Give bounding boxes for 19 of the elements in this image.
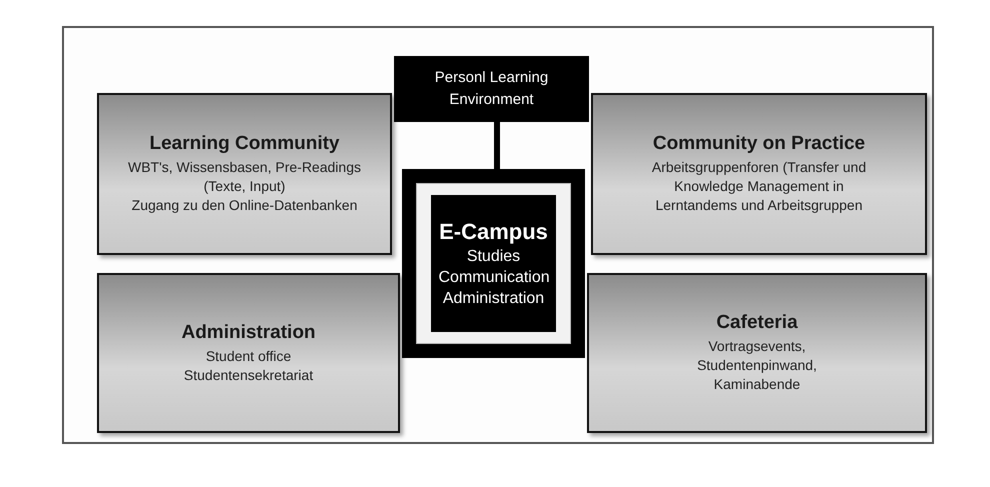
hub-text: Studies Communication Administration: [438, 247, 548, 309]
title-box: [394, 56, 589, 122]
connector-bar: [494, 122, 500, 169]
section-text: WBT's, Wissensbasen, Pre-Readings (Texte, Input): [127, 158, 362, 196]
title-text: Personl Learning Environment: [434, 68, 550, 110]
section-box: [591, 93, 927, 255]
section-text: Student office Studentensekretariat: [182, 346, 314, 384]
section-text: Zugang zu den Online-Datenbanken: [132, 196, 358, 215]
section-box: [587, 273, 927, 433]
section-text: Vortragsevents, Studentenpinwand, Kaminabende: [696, 337, 818, 394]
section-heading: Learning Community: [149, 133, 340, 155]
section-box: [97, 93, 392, 255]
hub-heading: E-Campus: [439, 218, 548, 246]
hub-box: [402, 169, 585, 358]
section-box: [97, 273, 400, 433]
section-heading: Community on Practice: [652, 133, 866, 155]
section-heading: Cafeteria: [716, 312, 798, 334]
section-text: Arbeitsgruppenforen (Transfer und Knowledge Management in Lerntandems und Arbeitsgruppen: [650, 158, 868, 215]
section-heading: Administration: [181, 322, 316, 344]
